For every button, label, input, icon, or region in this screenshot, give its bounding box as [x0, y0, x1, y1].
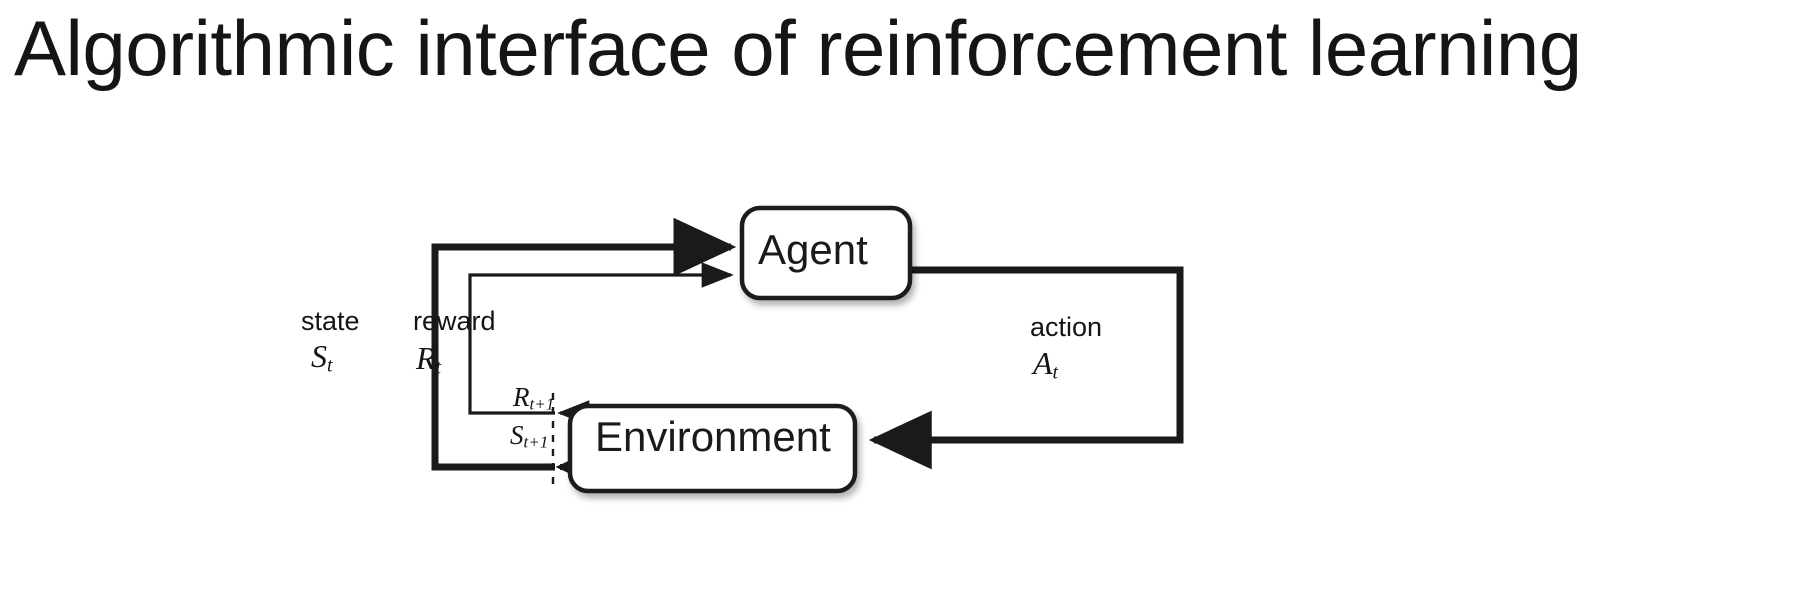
state-symbol-subscript: t	[327, 354, 333, 377]
state-symbol-base: S	[311, 338, 327, 374]
action-symbol-subscript: t	[1052, 361, 1059, 384]
action-symbol-base: A	[1033, 345, 1053, 381]
edge-state	[431, 217, 737, 471]
page-title: Algorithmic interface of reinforcement l…	[14, 4, 1582, 92]
state-label: state	[301, 306, 360, 336]
reward-symbol-label: Rt	[416, 340, 441, 379]
reward-label: reward	[413, 306, 496, 336]
state-next-base: S	[510, 420, 524, 450]
agent-node[interactable]	[739, 205, 913, 301]
action-label: action	[1030, 312, 1103, 342]
edge-reward	[468, 262, 734, 415]
reward-symbol-subscript: t	[435, 356, 442, 379]
agent-node-label: Agent	[758, 226, 868, 273]
edge-action	[868, 266, 1184, 470]
environment-node[interactable]	[567, 403, 858, 494]
environment-node-label: Environment	[595, 413, 831, 460]
state-symbol-label: St	[311, 338, 333, 377]
reward-symbol-base: R	[416, 340, 436, 376]
reward-next-symbol-label: Rt+1	[513, 382, 554, 415]
action-symbol-label: At	[1033, 345, 1058, 384]
reward-next-base: R	[513, 382, 530, 412]
reward-next-subscript: t+1	[529, 394, 555, 414]
state-next-subscript: t+1	[523, 432, 549, 452]
state-next-symbol-label: St+1	[510, 420, 548, 453]
